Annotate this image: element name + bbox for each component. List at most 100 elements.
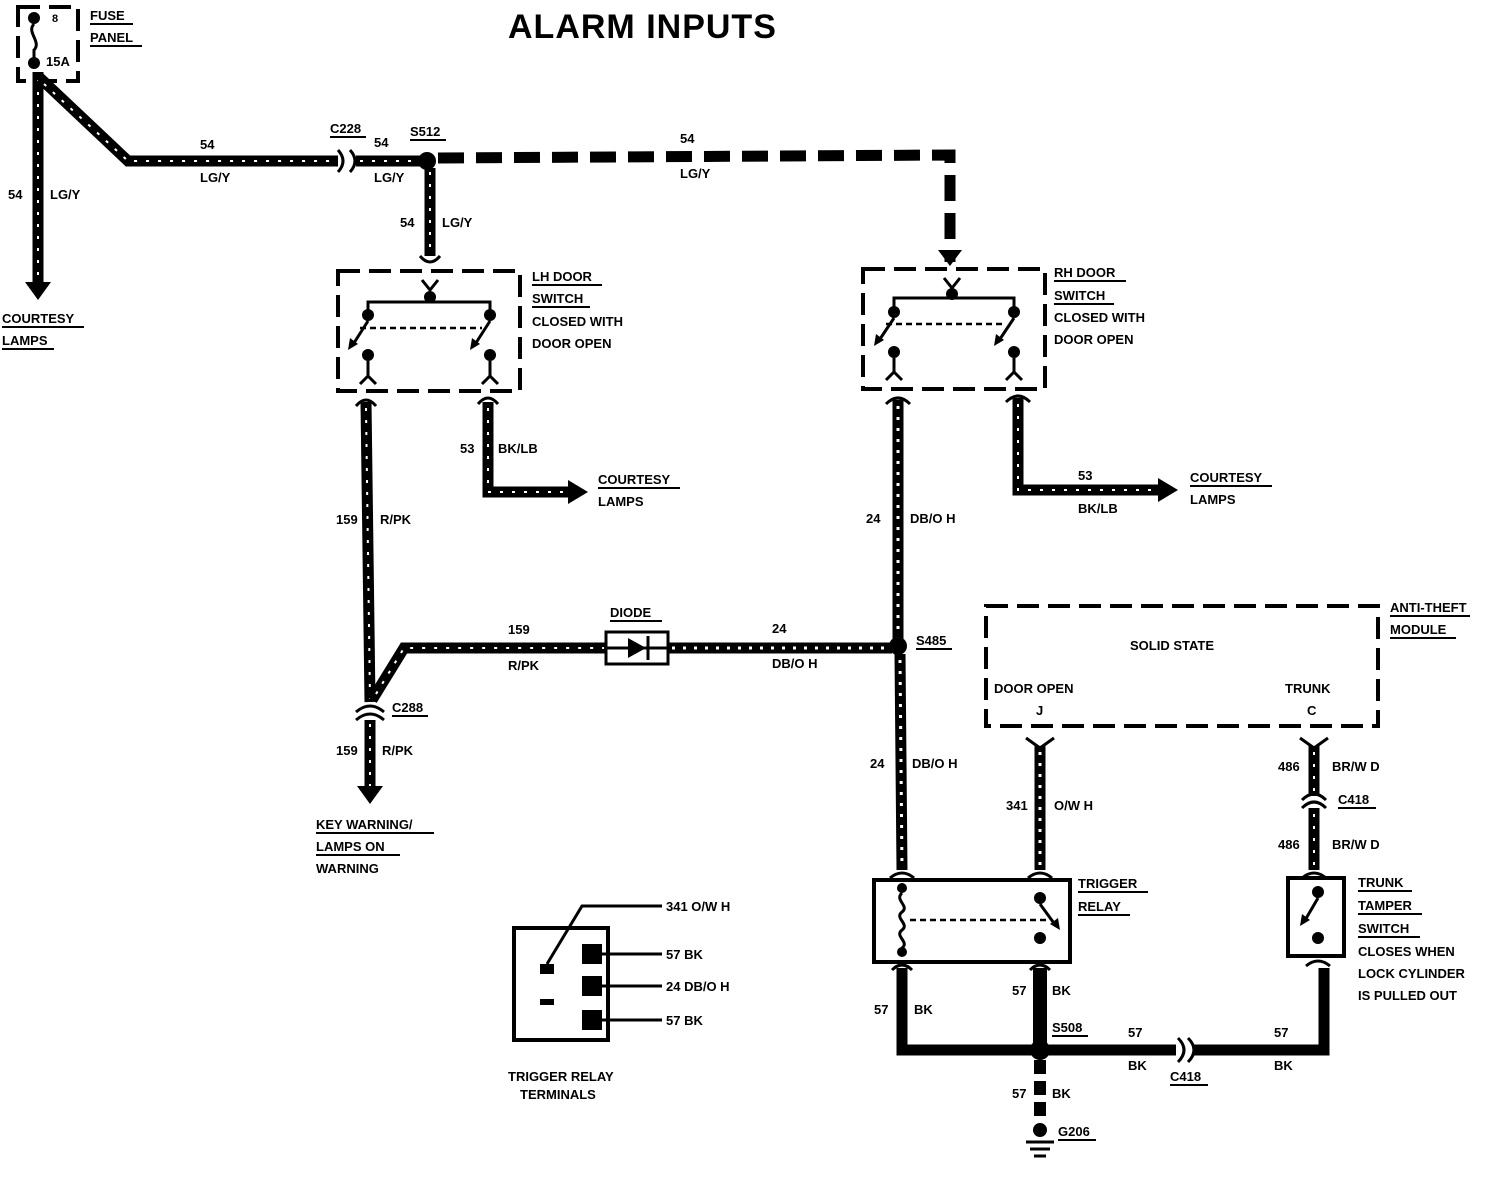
wire-54-c228-color: LG/Y [374,170,405,185]
trunk-tamper-box [1286,876,1346,958]
wire-159-v-circuit: 159 [336,512,358,527]
wire-24-diode-color: DB/O H [772,656,818,671]
wire-24-upper-color: DB/O H [910,511,956,526]
wire-486-lower-color: BR/W D [1332,837,1380,852]
arrow-icon [1158,478,1178,502]
diagram-title: ALARM INPUTS [508,8,777,46]
fuse-panel-label-2: PANEL [90,30,133,45]
courtesy-lamps-left-2: LAMPS [2,333,48,348]
trunk-tamper-label-3: SWITCH [1358,921,1409,936]
rh-door-label-3: CLOSED WITH [1054,310,1145,325]
wire-54-dashed-circuit: 54 [680,131,695,146]
wire-57-right: 57 BK C418 57 BK [1048,968,1330,1086]
wire-486-lower-circuit: 486 [1278,837,1300,852]
rh-door-switch: RH DOOR SWITCH CLOSED WITH DOOR OPEN [861,265,1145,391]
lh-door-label-2: SWITCH [532,291,583,306]
wire-341: 341 O/W H [1006,736,1093,870]
wire-54-drop-lh: 54 LG/Y [400,168,473,264]
wire-54-horizontal: 54 LG/Y [36,73,338,185]
wire-24-diode: 24 DB/O H [668,621,892,671]
lh-door-switch: LH DOOR SWITCH CLOSED WITH DOOR OPEN [336,269,623,393]
wire-24-lower-circuit: 24 [870,756,885,771]
diode-label: DIODE [610,605,652,620]
module-name-2: MODULE [1390,622,1447,637]
wire-57-right1-color: BK [1128,1058,1147,1073]
s485-label: S485 [916,633,946,648]
relay-terminal-1: 341 O/W H [666,899,730,914]
c418-upper-label: C418 [1338,792,1369,807]
trunk-tamper-switch: TRUNK TAMPER SWITCH CLOSES WHEN LOCK CYL… [1286,871,1466,1003]
fuse-panel: 8 15A FUSE PANEL [16,5,142,83]
lh-door-label-1: LH DOOR [532,269,593,284]
lh-door-switch-box [336,269,522,393]
lh-door-label-4: DOOR OPEN [532,336,611,351]
fuse-bottom-terminal [28,57,40,69]
wire-24-diode-circuit: 24 [772,621,787,636]
wire-53-rh-color: BK/LB [1078,501,1118,516]
wire-54-left-color: LG/Y [50,187,81,202]
wire-57-right2-circuit: 57 [1274,1025,1288,1040]
wire-54-dashed: 54 LG/Y [437,131,962,266]
connector-c288: C288 [355,700,428,722]
c288-label: C288 [392,700,423,715]
relay-terminal-4: 57 BK [666,1013,703,1028]
fuse-top-terminal [28,12,40,24]
relay-terminals-caption-2: TERMINALS [520,1087,596,1102]
wire-54-h-color: LG/Y [200,170,231,185]
wire-54-left: 54 LG/Y [8,72,81,300]
courtesy-lamps-left: COURTESY LAMPS [2,311,84,350]
diode-icon [628,638,646,658]
key-warning-label: KEY WARNING/ LAMPS ON WARNING [316,817,434,876]
anti-theft-module: SOLID STATE DOOR OPEN J TRUNK C ANTI-THE… [984,600,1470,728]
rh-door-label-4: DOOR OPEN [1054,332,1133,347]
wire-57-mid-circuit: 57 [1012,983,1026,998]
relay-terminals-caption-1: TRIGGER RELAY [508,1069,614,1084]
fuse-panel-label-1: FUSE [90,8,125,23]
module-inner-label: SOLID STATE [1130,638,1214,653]
wire-54-c228-s512: 54 LG/Y [356,135,420,185]
fuse-icon [30,22,38,58]
trunk-tamper-label-1: TRUNK [1358,875,1404,890]
diode: DIODE [604,605,670,666]
lh-door-label-3: CLOSED WITH [532,314,623,329]
wire-486: 486 BR/W D C418 486 BR/W D [1278,736,1380,870]
wire-57-left-color: BK [914,1002,933,1017]
wire-54-c228-circuit: 54 [374,135,389,150]
trigger-relay-box [872,878,1072,964]
relay-terminal-face [512,926,610,1042]
wire-159-horizontal: 159 R/PK [367,622,606,703]
wire-54-drop-circuit: 54 [400,215,415,230]
trigger-relay-label-1: TRIGGER [1078,876,1138,891]
arrow-icon [25,282,51,300]
wire-486-upper-color: BR/W D [1332,759,1380,774]
trunk-tamper-label-4: CLOSES WHEN [1358,944,1455,959]
wire-57-left: 57 BK [874,968,1034,1056]
module-trunk-label: TRUNK [1285,681,1331,696]
arrow-icon [357,786,383,804]
rh-door-switch-box [861,267,1047,391]
g206-label: G206 [1058,1124,1090,1139]
key-warning-1: KEY WARNING/ [316,817,413,832]
splice-s485: S485 [889,633,952,655]
wire-159-vertical: 159 R/PK [336,398,412,703]
trunk-tamper-label-6: IS PULLED OUT [1358,988,1457,1003]
wire-57-ground: 57 BK [1012,1060,1071,1118]
courtesy-lamps-right-1: COURTESY [1190,470,1263,485]
module-pin-j: J [1036,703,1043,718]
relay-terminal-3: 24 DB/O H [666,979,730,994]
trunk-tamper-label-5: LOCK CYLINDER [1358,966,1466,981]
fuse-number: 8 [52,13,58,25]
splice-s508: S508 [1030,1020,1088,1060]
wire-57-ground-circuit: 57 [1012,1086,1026,1101]
courtesy-lamps-mid-1: COURTESY [598,472,671,487]
key-warning-2: LAMPS ON [316,839,385,854]
ground-g206: G206 [1026,1123,1096,1158]
wire-24-lower: 24 DB/O H [870,653,958,871]
courtesy-lamps-right-2: LAMPS [1190,492,1236,507]
courtesy-lamps-mid: COURTESY LAMPS [598,472,680,509]
wire-24-upper: 24 DB/O H [866,396,956,640]
wire-24-lower-color: DB/O H [912,756,958,771]
connector-c228: C228 [330,121,366,174]
wire-57-mid-color: BK [1052,983,1071,998]
